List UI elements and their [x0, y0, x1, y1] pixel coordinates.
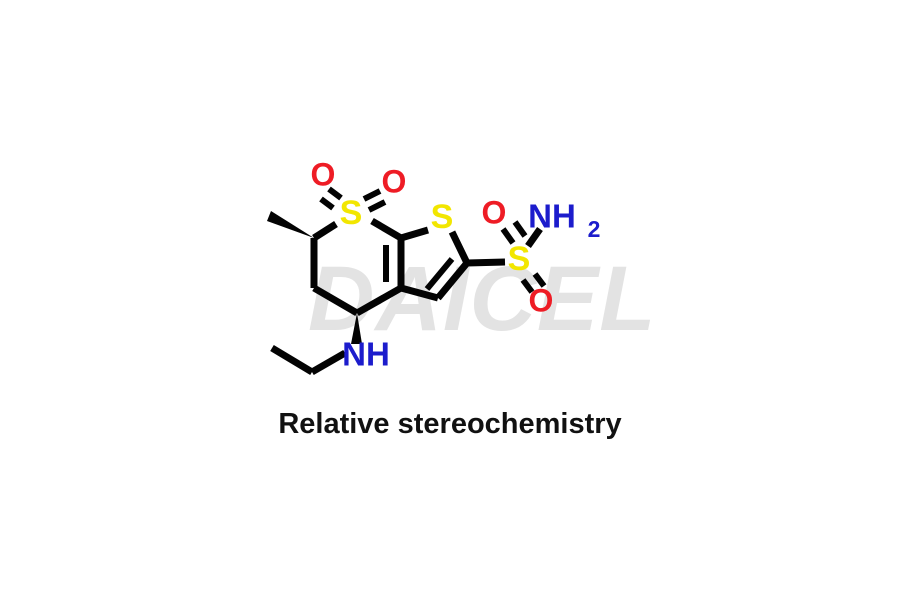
- bond-sulfonamide-s-n: [525, 226, 543, 249]
- bond-sulfonamide-s-o-bot-a: [520, 278, 535, 294]
- bond-c2-sulfonamide-s: [466, 258, 506, 267]
- bond-c5-c4: [312, 284, 359, 317]
- nitrogen-label-sulfonamide: NH: [528, 198, 576, 235]
- bond-c2-c3-inner: [424, 257, 455, 291]
- caption-label: Relative stereochemistry: [278, 408, 621, 440]
- bond-s7-o-left-a: [327, 186, 343, 201]
- sulfonamide-amine-label: NH 2: [528, 198, 600, 242]
- bond-s7-o-left-b: [319, 196, 335, 211]
- nitrogen-subscript-2: 2: [588, 216, 601, 242]
- bond-s1-c2: [448, 230, 471, 265]
- atom-labels: S O O S S O O NH NH 2: [311, 156, 601, 372]
- sulfur-label-sulfone: S: [340, 194, 363, 232]
- ethylamino-wedge-bond: [351, 313, 362, 344]
- bond-sulfonamide-s-o-top-a: [500, 227, 516, 245]
- bond-c3-c3a: [400, 284, 439, 302]
- bond-sulfonamide-s-o-top-b: [512, 220, 528, 238]
- oxygen-label-sulfonamide-top: O: [482, 194, 507, 230]
- bond-sulfonamide-s-o-bot-b: [532, 272, 547, 288]
- oxygen-label-sulfonamide-bottom: O: [529, 282, 554, 318]
- bond-s7-o-right-a: [362, 188, 382, 202]
- methyl-wedge-bond: [267, 211, 314, 238]
- bond-ethyl-ch2-n: [310, 349, 347, 376]
- bond-c7a-s1: [400, 226, 429, 242]
- oxygen-label-sulfone-left: O: [311, 156, 336, 192]
- bond-s7-c6: [312, 221, 338, 241]
- bond-network: [270, 186, 547, 376]
- bond-c4-c3a: [355, 284, 403, 317]
- sulfur-label-sulfonamide: S: [508, 240, 531, 278]
- bond-ethyl-ch3-ch2: [270, 344, 314, 376]
- oxygen-label-sulfone-right: O: [382, 163, 407, 199]
- bond-s7-o-right-b: [367, 199, 387, 213]
- bond-c2-c3: [435, 260, 470, 301]
- stereo-wedges: [267, 211, 362, 344]
- sulfur-label-thiophene: S: [431, 198, 454, 236]
- nitrogen-label-amine: NH: [342, 336, 390, 373]
- bond-c7a-s7: [370, 217, 403, 242]
